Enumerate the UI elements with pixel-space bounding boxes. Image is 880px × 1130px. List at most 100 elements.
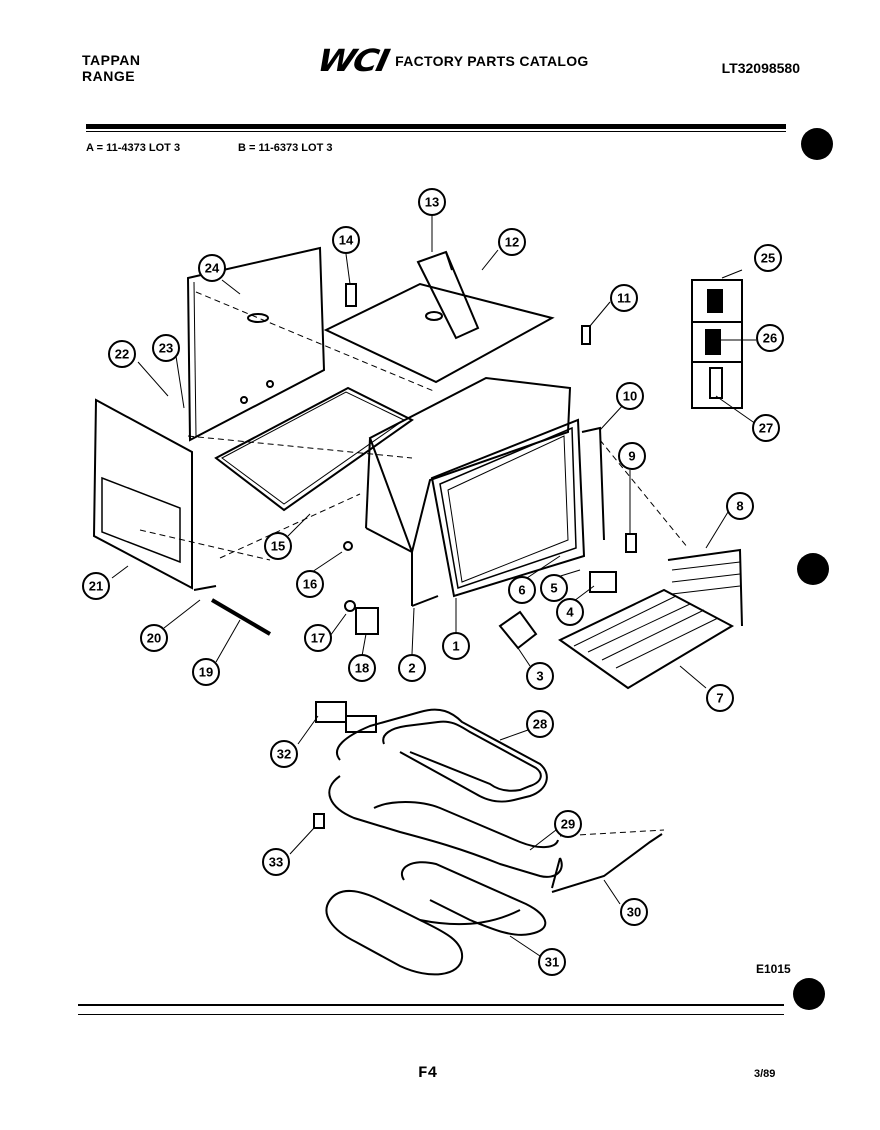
lot-a-label: A = 11-4373 LOT 3 <box>86 142 181 154</box>
svg-text:32: 32 <box>277 747 291 762</box>
callout-1: 1 <box>442 632 470 660</box>
callout-9: 9 <box>618 442 646 470</box>
wire-30 <box>551 833 663 893</box>
brand-line-1: TAPPAN <box>82 52 141 68</box>
svg-text:30: 30 <box>627 905 641 920</box>
lot-b-label: B = 11-6373 LOT 3 <box>238 142 333 154</box>
screw-17 <box>344 600 356 612</box>
callout-3: 3 <box>526 662 554 690</box>
svg-text:3: 3 <box>536 669 543 684</box>
svg-text:10: 10 <box>623 389 637 404</box>
footer-rule-thin <box>78 1014 784 1015</box>
svg-text:15: 15 <box>271 539 285 554</box>
svg-text:9: 9 <box>628 449 635 464</box>
callout-21: 21 <box>82 572 110 600</box>
callout-20: 20 <box>140 624 168 652</box>
bottom-panel-15 <box>214 386 414 512</box>
callout-6: 6 <box>508 576 536 604</box>
hinge-3 <box>498 610 538 650</box>
brand-line-2: RANGE <box>82 68 136 84</box>
svg-text:21: 21 <box>89 579 103 594</box>
callout-14: 14 <box>332 226 360 254</box>
callout-13: 13 <box>418 188 446 216</box>
callout-17: 17 <box>304 624 332 652</box>
broil-element-28 <box>336 708 548 803</box>
hinge-pin-19 <box>210 598 272 636</box>
svg-text:7: 7 <box>716 691 723 706</box>
page-number: F4 <box>418 1064 438 1082</box>
callout-8: 8 <box>726 492 754 520</box>
callout-12: 12 <box>498 228 526 256</box>
svg-text:12: 12 <box>505 235 519 250</box>
sensor-9 <box>625 533 637 553</box>
callout-32: 32 <box>270 740 298 768</box>
clip-33 <box>313 813 325 829</box>
svg-text:33: 33 <box>269 855 283 870</box>
svg-text:24: 24 <box>205 261 220 276</box>
oven-liner-1 <box>365 376 586 607</box>
date-code: 3/89 <box>754 1068 776 1080</box>
binder-hole-top <box>801 128 833 160</box>
svg-text:11: 11 <box>617 291 631 306</box>
callout-11: 11 <box>610 284 638 312</box>
footer-rule <box>78 1004 784 1006</box>
svg-text:26: 26 <box>763 331 777 346</box>
callout-5: 5 <box>540 574 568 602</box>
callout-19: 19 <box>192 658 220 686</box>
callout-33: 33 <box>262 848 290 876</box>
callout-31: 31 <box>538 948 566 976</box>
bracket-11 <box>581 325 591 345</box>
callout-15: 15 <box>264 532 292 560</box>
callout-24: 24 <box>198 254 226 282</box>
plug-16 <box>343 541 353 551</box>
callout-25: 25 <box>754 244 782 272</box>
callout-7: 7 <box>706 684 734 712</box>
header-rule-thin <box>86 131 786 132</box>
svg-text:27: 27 <box>759 421 773 436</box>
callout-22: 22 <box>108 340 136 368</box>
svg-text:16: 16 <box>303 577 317 592</box>
binder-hole-bottom <box>793 978 825 1010</box>
rear-panel-24 <box>186 246 326 442</box>
vent-duct-13 <box>416 250 480 340</box>
door-gasket-10 <box>581 426 605 541</box>
svg-text:5: 5 <box>550 581 557 596</box>
catalog-header: WCI FACTORY PARTS CATALOG <box>314 43 589 79</box>
callout-26: 26 <box>756 324 784 352</box>
bake-element-29 <box>328 775 563 889</box>
oven-rack-7 <box>558 588 735 690</box>
callout-10: 10 <box>616 382 644 410</box>
binder-hole-middle <box>797 553 829 585</box>
bake-element-31 <box>325 861 547 976</box>
brand-label: TAPPAN RANGE <box>82 52 140 84</box>
svg-text:28: 28 <box>533 717 547 732</box>
bracket-14 <box>345 283 357 307</box>
svg-text:18: 18 <box>355 661 369 676</box>
callout-4: 4 <box>556 598 584 626</box>
assembly-lines <box>139 291 689 837</box>
callout-28: 28 <box>526 710 554 738</box>
callout-16: 16 <box>296 570 324 598</box>
svg-text:23: 23 <box>159 341 173 356</box>
svg-text:20: 20 <box>147 631 161 646</box>
svg-text:13: 13 <box>425 195 439 210</box>
svg-text:17: 17 <box>311 631 325 646</box>
callout-2: 2 <box>398 654 426 682</box>
svg-text:2: 2 <box>408 661 415 676</box>
svg-text:29: 29 <box>561 817 575 832</box>
svg-text:31: 31 <box>545 955 559 970</box>
svg-text:22: 22 <box>115 347 129 362</box>
catalog-title: FACTORY PARTS CATALOG <box>395 53 589 69</box>
diagram-drawing <box>92 214 757 976</box>
callout-29: 29 <box>554 810 582 838</box>
svg-text:19: 19 <box>199 665 213 680</box>
clip-20 <box>193 585 217 591</box>
svg-text:4: 4 <box>566 605 574 620</box>
switch-5 <box>589 571 617 593</box>
leader-lines <box>111 214 757 957</box>
svg-text:14: 14 <box>339 233 354 248</box>
svg-text:6: 6 <box>518 583 525 598</box>
svg-text:8: 8 <box>736 499 743 514</box>
side-panel-21 <box>92 398 193 590</box>
